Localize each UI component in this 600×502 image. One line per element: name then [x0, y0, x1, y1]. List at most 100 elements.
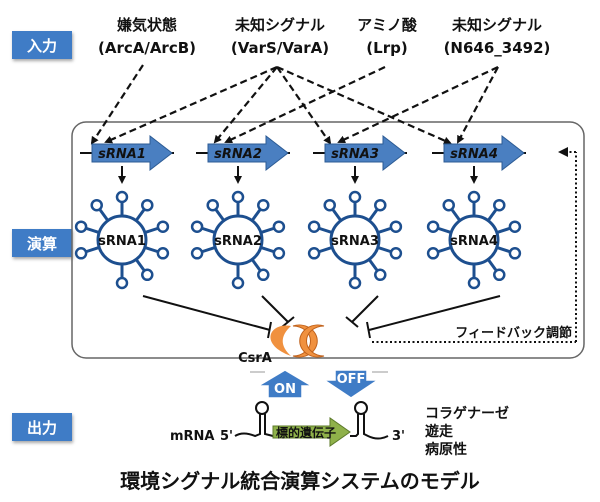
srna-loop [257, 198, 270, 212]
srna-stem [134, 208, 146, 222]
srna-loop [141, 268, 154, 282]
gene-label: sRNA1 [98, 147, 146, 162]
arrow-arca-srna1 [90, 64, 144, 145]
csra-dimer [292, 324, 325, 358]
gene-arrow [324, 134, 406, 172]
srna-stem [260, 245, 275, 254]
mrna-3prime: 3' [392, 429, 405, 444]
output-3: 病原性 [425, 441, 467, 458]
srna-loop [467, 276, 481, 290]
arrow-lrp-srna2 [224, 66, 386, 144]
srna-stem [318, 245, 333, 254]
inhibition-lines [142, 295, 501, 339]
gene-label: sRNA2 [214, 147, 262, 162]
arrow-vars-srna2 [213, 66, 278, 144]
off-label: OFF [337, 372, 366, 387]
srna-loop [156, 220, 170, 233]
arrow-vars-srna1 [104, 65, 278, 144]
srna-stem [134, 258, 146, 272]
inhibit-srna2 [261, 295, 289, 323]
on-arrow: ON [255, 369, 315, 399]
arrow-n646-srna4 [457, 66, 499, 144]
srna-loop [74, 247, 88, 260]
output-2: 遊走 [425, 423, 454, 440]
srna-loop [389, 247, 403, 260]
srna-stem [318, 226, 333, 235]
srna-structure-4: sRNA4 [426, 190, 522, 290]
signal-1-sub: (ArcA/ArcB) [98, 39, 196, 57]
gene-4: sRNA4 [432, 134, 526, 184]
output-1: コラゲナーゼ [425, 405, 509, 422]
signal-4-name: 未知シグナル [451, 16, 542, 34]
gene-arrow [91, 134, 173, 172]
srna-loop [442, 198, 455, 212]
inhibit-srna1 [142, 295, 271, 331]
signal-arrows [90, 64, 499, 145]
feedback-path [372, 151, 577, 343]
gene-3: sRNA3 [313, 134, 407, 184]
srna-stem [201, 226, 216, 235]
srna-loop [257, 268, 270, 282]
srna-stem [85, 245, 100, 254]
signal-labels: 嫌気状態 (ArcA/ArcB) 未知シグナル (VarS/VarA) アミノ酸… [98, 16, 550, 57]
srna-loop [508, 247, 522, 260]
srna-loop [74, 220, 88, 233]
srna-stem [331, 208, 343, 222]
srna-stem [250, 208, 262, 222]
srna-loop [493, 198, 506, 212]
srna-stem [214, 208, 226, 222]
signal-3-name: アミノ酸 [357, 16, 418, 34]
srna-loop [115, 276, 129, 290]
mrna-label: mRNA [170, 429, 215, 444]
stage-output-badge: 出力 [12, 413, 72, 441]
srna-loop [374, 198, 387, 212]
srna-structure-2: sRNA2 [190, 190, 286, 290]
csra-left-fill [270, 325, 291, 356]
srna-loop [389, 220, 403, 233]
srna-structure-3: sRNA3 [307, 190, 403, 290]
signal-4-sub: (N646_3492) [444, 39, 551, 57]
feedback-arrowhead [558, 147, 568, 157]
gene-2: sRNA2 [196, 134, 290, 184]
gene-label: sRNA3 [331, 147, 379, 162]
srna-loop [307, 247, 321, 260]
srna-stem [85, 226, 100, 235]
srna-stem [437, 245, 452, 254]
srna-stem [144, 245, 159, 254]
mrna-5prime: 5' [220, 429, 233, 444]
srna-loop [231, 190, 245, 204]
srna-loop [272, 220, 286, 233]
signal-2-sub: (VarS/VarA) [231, 39, 329, 57]
srna-stem [450, 208, 462, 222]
srna-loop [348, 276, 362, 290]
gene-1: sRNA1 [80, 134, 174, 184]
csra-label: CsrA [238, 351, 272, 366]
loop-5prime [255, 401, 269, 415]
srna-loop [493, 268, 506, 282]
srna-stem [377, 226, 392, 235]
srna-structure-1: sRNA1 [74, 190, 170, 290]
off-arrow: OFF [321, 369, 381, 399]
inhibit-srna2-bar [281, 316, 295, 328]
srna-loop [348, 190, 362, 204]
srna-loop [307, 220, 321, 233]
arrow-vars-srna4 [276, 65, 452, 145]
srna-loop [374, 268, 387, 282]
srna-stem [260, 226, 275, 235]
srna-loop [206, 198, 219, 212]
srna-stem [250, 258, 262, 272]
gene-arrow [443, 134, 525, 172]
srna-stem [144, 226, 159, 235]
on-label: ON [274, 382, 296, 397]
srna-loop [508, 220, 522, 233]
srna-loop [190, 220, 204, 233]
srna-label: sRNA3 [331, 234, 379, 249]
srna-loop [323, 198, 336, 212]
srna-loop [426, 247, 440, 260]
inhibit-srna3 [351, 295, 379, 323]
srna-loop [141, 198, 154, 212]
srna-loop [190, 247, 204, 260]
stem-loop-5prime [234, 414, 274, 438]
mrna-strand: mRNA 5' 標的遺伝子 3' [170, 401, 405, 447]
